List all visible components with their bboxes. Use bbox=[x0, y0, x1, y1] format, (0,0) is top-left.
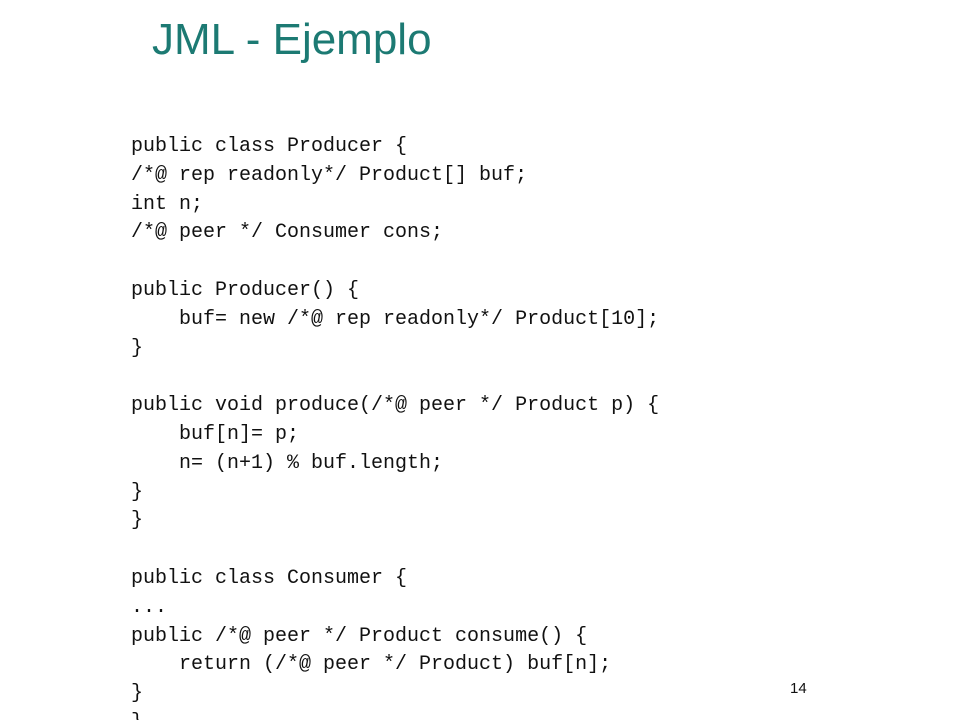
code-line bbox=[131, 248, 659, 277]
code-line bbox=[131, 536, 659, 565]
slide-title: JML - Ejemplo bbox=[152, 15, 432, 64]
code-line: buf[n]= p; bbox=[131, 422, 300, 446]
code-line: public /*@ peer */ Product consume() { bbox=[131, 624, 588, 648]
code-line: int n; bbox=[131, 192, 204, 216]
code-line: /*@ peer */ Consumer cons; bbox=[131, 221, 444, 245]
code-line bbox=[131, 363, 659, 392]
code-line: } bbox=[131, 480, 144, 504]
code-line: } bbox=[131, 709, 659, 720]
code-line: } bbox=[131, 336, 144, 360]
code-line: } bbox=[131, 509, 144, 533]
code-line: public void produce(/*@ peer */ Product … bbox=[131, 394, 660, 418]
code-block: public class Producer { /*@ rep readonly*… bbox=[131, 133, 659, 720]
code-line: return (/*@ peer */ Product) buf[n]; bbox=[131, 653, 612, 677]
code-line: ... bbox=[131, 595, 168, 619]
code-line: buf= new /*@ rep readonly*/ Product[10]; bbox=[131, 307, 660, 331]
code-line: public class Producer { bbox=[131, 135, 408, 158]
code-line: /*@ rep readonly*/ Product[] buf; bbox=[131, 163, 528, 187]
code-line: public Producer() { bbox=[131, 278, 360, 302]
page-number: 14 bbox=[790, 680, 807, 697]
code-line: n= (n+1) % buf.length; bbox=[131, 451, 444, 475]
code-line: public class Consumer { bbox=[131, 566, 408, 590]
code-line: } bbox=[131, 682, 144, 706]
